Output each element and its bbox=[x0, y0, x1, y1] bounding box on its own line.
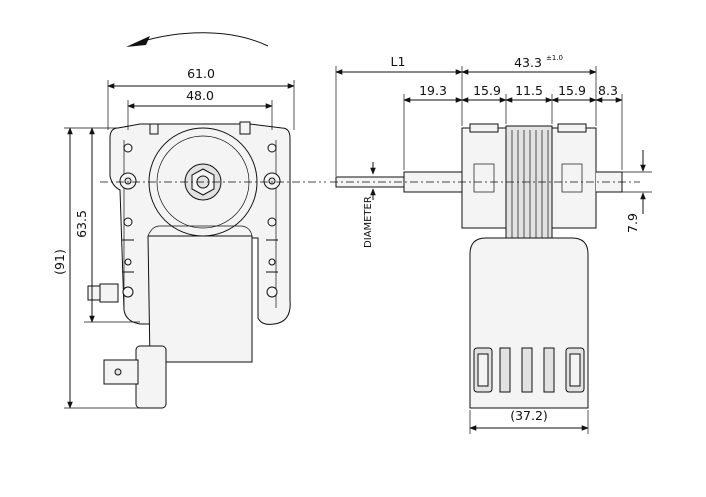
diameter-label: DIAMETER bbox=[363, 196, 374, 248]
dimension-43: 43.3 ±1.0 bbox=[461, 54, 597, 126]
dimension-48: 48.0 bbox=[127, 88, 273, 130]
dimension-63: 63.5 bbox=[74, 127, 140, 323]
dimension-91: (91) bbox=[52, 127, 140, 409]
dim-37-label: (37.2) bbox=[510, 408, 548, 423]
dim-7-label: 7.9 bbox=[625, 213, 640, 233]
dim-43-tolerance: ±1.0 bbox=[546, 54, 563, 62]
dimension-L1: L1 bbox=[335, 54, 463, 176]
dim-61-label: 61.0 bbox=[187, 66, 215, 81]
dimension-7: 7.9 bbox=[622, 150, 652, 233]
dim-11-label: 11.5 bbox=[515, 83, 543, 98]
dim-8-label: 8.3 bbox=[598, 83, 618, 98]
diameter-indicator: DIAMETER bbox=[363, 162, 376, 248]
dim-48-label: 48.0 bbox=[186, 88, 214, 103]
front-view bbox=[87, 121, 291, 409]
dim-15a-label: 15.9 bbox=[473, 83, 501, 98]
dimension-row: 19.3 15.9 11.5 15.9 8.3 bbox=[403, 83, 623, 170]
dimension-61: 61.0 bbox=[107, 66, 295, 130]
dim-43-label: 43.3 bbox=[514, 55, 542, 70]
dimension-37: (37.2) bbox=[469, 408, 589, 434]
side-view bbox=[335, 123, 623, 409]
dim-15b-label: 15.9 bbox=[558, 83, 586, 98]
dim-63-label: 63.5 bbox=[74, 210, 89, 238]
dim-91-label: (91) bbox=[52, 249, 67, 275]
dim-L1-label: L1 bbox=[391, 54, 406, 69]
dim-19-label: 19.3 bbox=[419, 83, 447, 98]
rotation-arrow-icon bbox=[126, 32, 269, 47]
